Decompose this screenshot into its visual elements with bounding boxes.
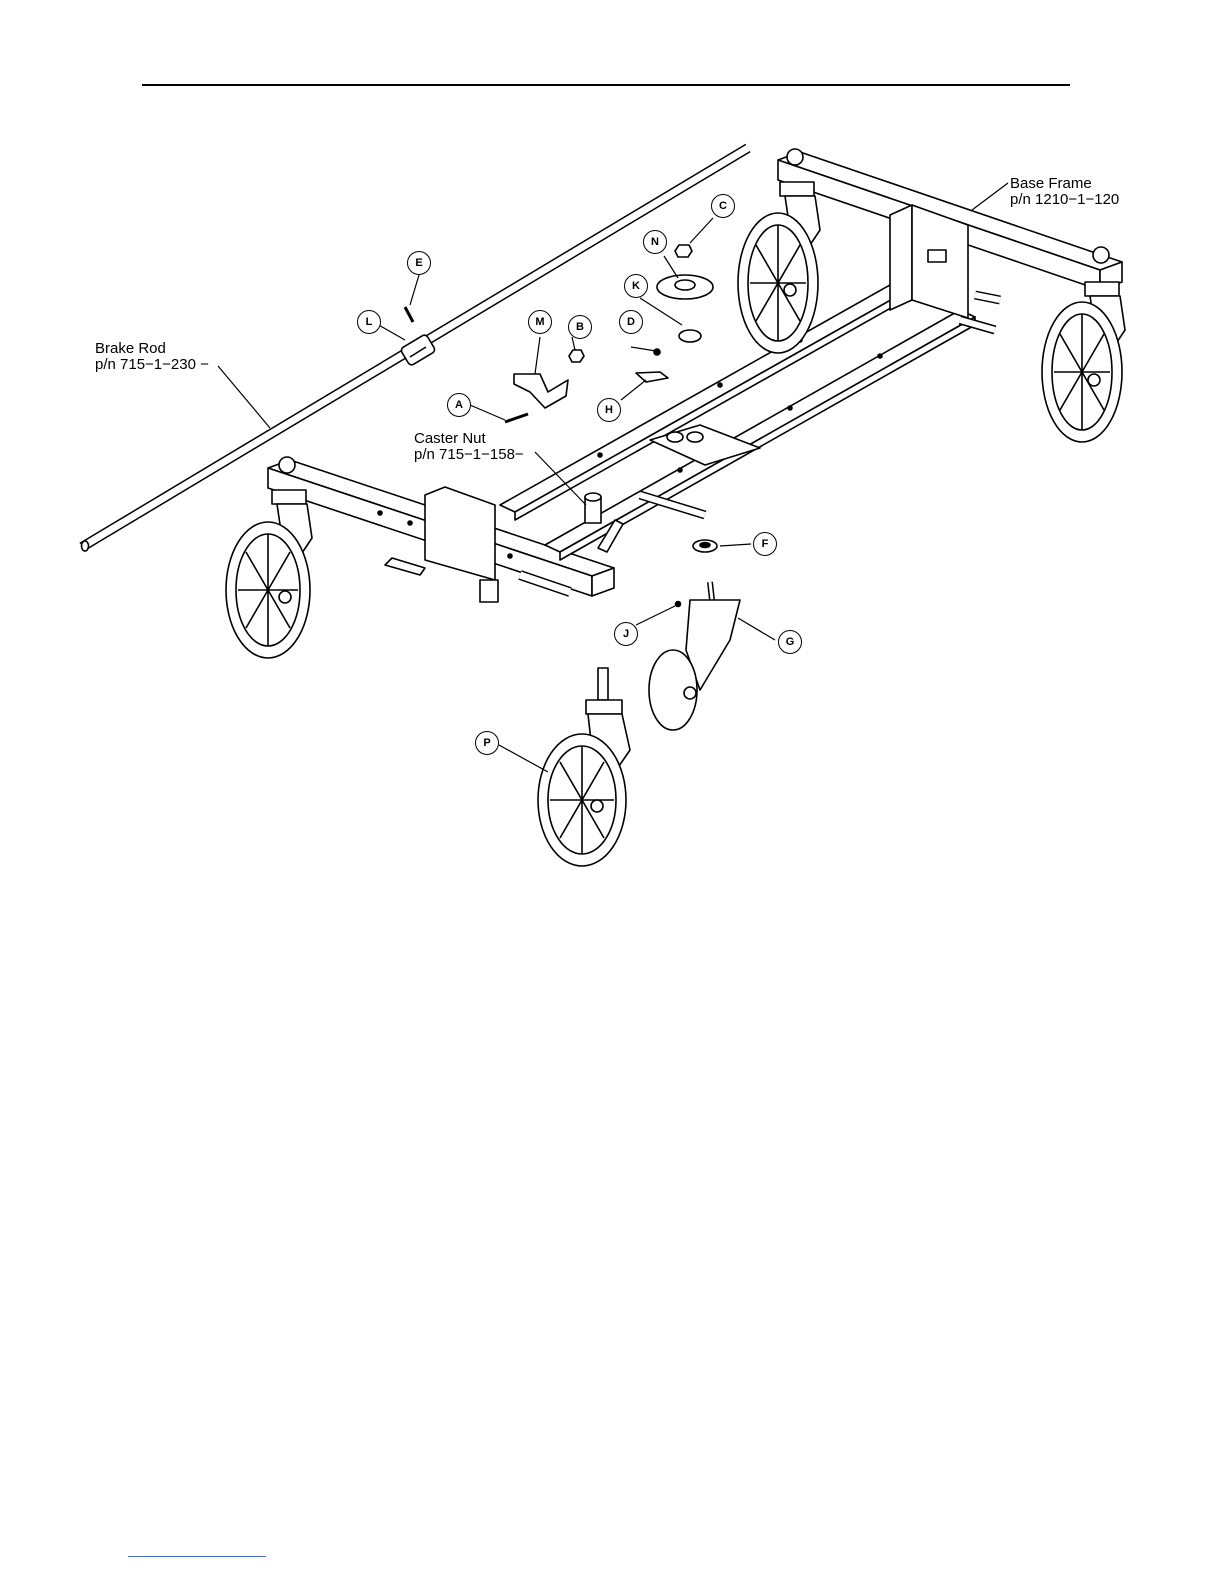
callout-b: B xyxy=(568,315,592,339)
callout-g: G xyxy=(778,630,802,654)
callout-e: E xyxy=(407,251,431,275)
caster-wheel-rear-left xyxy=(738,182,820,353)
base-frame-name: Base Frame xyxy=(1010,176,1119,192)
screw-d xyxy=(654,349,660,355)
caster-nut-part xyxy=(585,493,601,523)
upright-plate xyxy=(890,205,968,318)
callout-p: P xyxy=(475,731,499,755)
callout-k: K xyxy=(624,274,648,298)
brake-rod-part-number: p/n 715−1−230 − xyxy=(95,357,209,373)
callout-a: A xyxy=(447,393,471,417)
caster-wheel-p xyxy=(538,668,630,866)
screw-j xyxy=(676,602,681,607)
caster-nut-part-number: p/n 715−1−158− xyxy=(414,447,524,463)
callout-h: H xyxy=(597,398,621,422)
brake-rod-name: Brake Rod xyxy=(95,341,209,357)
nut-c xyxy=(675,245,692,257)
bushing-k xyxy=(679,330,701,342)
callout-d: D xyxy=(619,310,643,334)
footer-link-underline[interactable] xyxy=(128,1556,266,1557)
callout-c: C xyxy=(711,194,735,218)
bolt-a xyxy=(505,414,528,422)
callout-m: M xyxy=(528,310,552,334)
caster-nut-label: Caster Nut p/n 715−1−158− xyxy=(414,431,524,463)
brake-rod-label: Brake Rod p/n 715−1−230 − xyxy=(95,341,209,373)
caster-wheel-rear-right xyxy=(1042,282,1125,442)
caster-wheel-front-left xyxy=(226,490,312,658)
callout-f: F xyxy=(753,532,777,556)
nut-b xyxy=(569,350,584,362)
callout-n: N xyxy=(643,230,667,254)
small-caster-g xyxy=(649,582,740,730)
clip-h xyxy=(636,372,668,382)
callout-j: J xyxy=(614,622,638,646)
caster-nut-name: Caster Nut xyxy=(414,431,524,447)
pin-e xyxy=(405,307,413,322)
base-frame-label: Base Frame p/n 1210−1−120 xyxy=(1010,176,1119,208)
callout-l: L xyxy=(357,310,381,334)
base-frame-part-number: p/n 1210−1−120 xyxy=(1010,192,1119,208)
base-frame-exploded-diagram xyxy=(0,0,1224,900)
bracket-m xyxy=(514,374,568,408)
